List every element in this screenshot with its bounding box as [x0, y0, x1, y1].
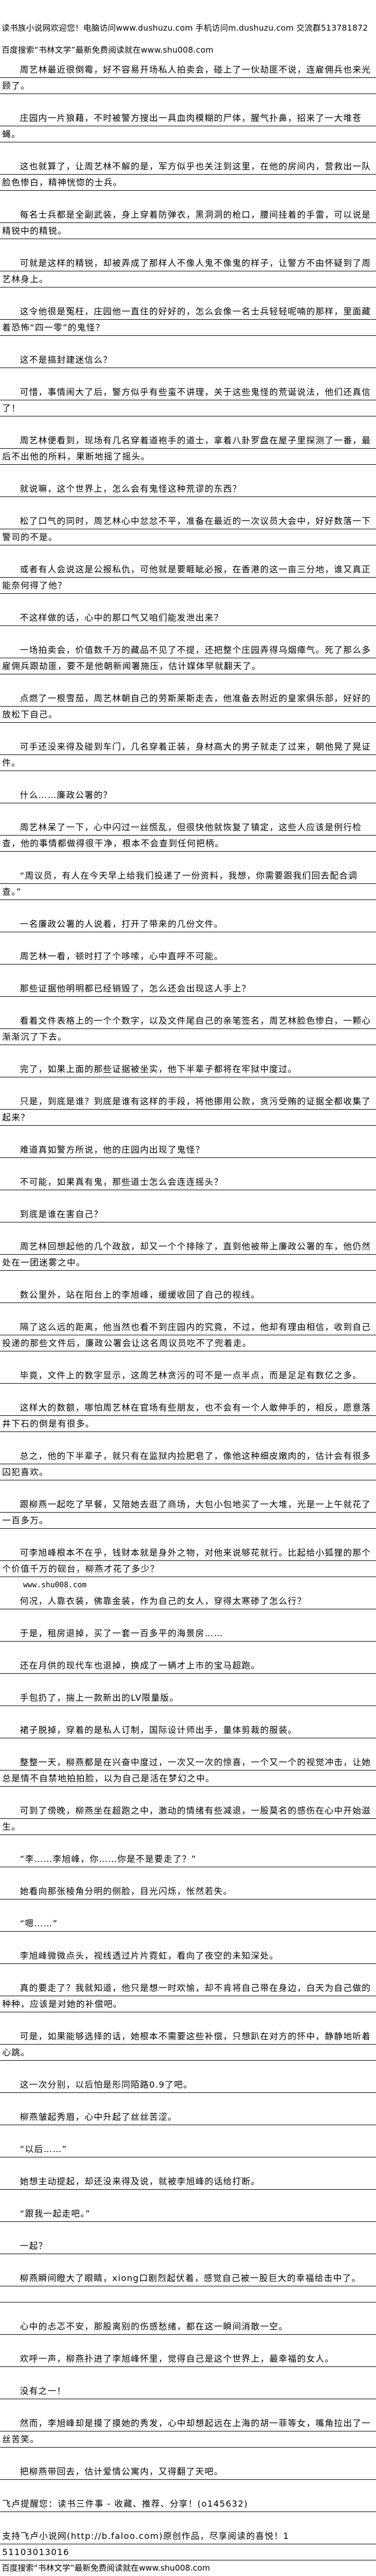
story-paragraph: 何况，人靠衣装，佛靠金装，作为自己的女人，穿得太寒碜了怎么行？	[0, 1593, 376, 1609]
story-paragraph: 毕竟，文件上的数字显示，这周艺林贪污的可不是一点半点，而是足足有数亿之多。	[0, 1368, 376, 1384]
story-paragraph: 手包扔了，揣上一款新出的LV限量版。	[0, 1690, 376, 1706]
story-paragraph: 就说嘛，这个世界上，怎么会有鬼怪这种荒谬的东西？	[0, 481, 376, 497]
story-paragraph: 她想主动提起，却还没来得及说，就被李旭峰的话给打断。	[0, 2174, 376, 2190]
story-paragraph: 那些证据他明明都已经销毁了，怎么还会出现这人手上？	[0, 981, 376, 997]
story-paragraph: 到底是谁在害自己？	[0, 1206, 376, 1222]
story-paragraph: “周议员，有人在今天早上给我们投递了一份资料，我想，你需要跟我们回去配合调查。”	[0, 868, 376, 900]
story-paragraph: 这也就算了，让周艺林不解的是，军方似乎也关注到这里，在他的房间内，营救出一队脸色…	[0, 159, 376, 191]
story-paragraph: 一场拍卖会，价值数千万的藏品不见了不提，还把整个庄园弄得乌烟瘴气。死了那么多雇佣…	[0, 642, 376, 674]
chapter-body: 周艺林最近很倒霉，好不容易开场私人拍卖会，碰上了一伙劫匪不说，连雇佣兵也来光顾了…	[0, 62, 376, 2573]
story-paragraph: 欢呼一声，柳燕扑进了李旭峰怀里，觉得自己是这个世界上，最幸福的女人。	[0, 2351, 376, 2367]
story-paragraph: “嗯……”	[0, 1916, 376, 1932]
story-paragraph: 只是，到底是谁？到底是谁有这样的手段，将他挪用公款，贪污受贿的证据全都收集了起来…	[0, 1093, 376, 1126]
story-paragraph: 隔了这么远的距离，他当然也看不到庄园内的究竟，不过，他却有理由相信，收到自己投递…	[0, 1319, 376, 1351]
story-paragraph: 柳燕瞬间瞪大了眼睛，xiong口剧烈起伏着，感觉自己被一股巨大的幸福给击中了。	[0, 2270, 376, 2302]
story-paragraph: 数公里外，站在阳台上的李旭峰，缓缓收回了自己的视线。	[0, 1287, 376, 1303]
story-paragraph: 周艺林便看到，现场有几名穿着道袍手的道士，拿着八卦罗盘在屋子里探测了一番，最后不…	[0, 433, 376, 465]
story-paragraph: 点燃了一根雪茄，周艺林朝自己的劳斯莱斯走去，他准备去附近的皇家俱乐部，好好的放松…	[0, 690, 376, 723]
story-paragraph: 不可能，如果真有鬼，那些道士怎么会连连摇头？	[0, 1174, 376, 1190]
story-paragraph: 每名士兵都是全副武装，身上穿着防弹衣，黑洞洞的枪口，腰间挂着的手雷，可以说是精锐…	[0, 207, 376, 239]
story-paragraph: 周艺林回想起他的几个政敌，却又一个个排除了，直到他被带上廉政公署的车，他仍然处在…	[0, 1239, 376, 1271]
story-paragraph: “李……李旭峰，你……你是不是要走了？”	[0, 1851, 376, 1867]
story-paragraph: 真的要走了？我就知道，他只是想一时欢愉，却不肯将自己带在身边，白天为自己做的种种…	[0, 1980, 376, 2012]
search-promo-notice: 百度搜索“书林文学”最新免费阅读就在www.shu008.com	[2, 45, 214, 55]
site-welcome-notice: 读书族小说网欢迎您！电脑访问www.dushuzu.com 手机访问m.dush…	[2, 23, 368, 33]
story-paragraph: “以后……”	[0, 2141, 376, 2157]
paragraph-group-1: 周艺林最近很倒霉，好不容易开场私人拍卖会，碰上了一伙劫匪不说，连雇佣兵也来光顾了…	[0, 62, 376, 1577]
story-paragraph: 难道真如警方所说，他的庄园内出现了鬼怪？	[0, 1142, 376, 1158]
story-paragraph: 一名廉政公署的人说着，打开了带来的几份文件。	[0, 916, 376, 932]
story-paragraph: 周艺林呆了一下，心中闪过一丝慌乱，但很快他就恢复了镇定，这些人应该是例行检查，他…	[0, 819, 376, 852]
story-paragraph: 总之，他的下半辈子，就只有在监狱内捡肥皂了，像他这种细皮嫩肉的，估计会有很多囚犯…	[0, 1448, 376, 1480]
story-paragraph: 看着文件表格上的一个个数字，以及文件尾自己的亲笔签名，周艺林脸色惨白，一颗心渐渐…	[0, 1013, 376, 1045]
story-paragraph: 她看向那张棱角分明的侧脸，目光闪烁，怅然若失。	[0, 1883, 376, 1899]
support-notice: 支持飞卢小说网(http://b.faloo.com)原创作品，尽享阅读的喜悦！…	[0, 2528, 376, 2560]
story-paragraph: 这一次分别，以后怕是形同陌路0.9了吧。	[0, 2077, 376, 2093]
story-paragraph: “跟我一起走吧。”	[0, 2206, 376, 2222]
story-paragraph: 可手还没来得及碰到车门，几名穿着正装，身材高大的男子就走了过来，朝他晃了晃证件。	[0, 739, 376, 771]
story-paragraph: 把柳燕带回去，估计爱情公寓内，又得翻了天吧。	[0, 2464, 376, 2480]
story-paragraph: 这不是搞封建迷信么？	[0, 352, 376, 368]
story-paragraph: 周艺林最近很倒霉，好不容易开场私人拍卖会，碰上了一伙劫匪不说，连雇佣兵也来光顾了…	[0, 62, 376, 94]
story-paragraph: 裙子脱掉，穿着的是私人订制，国际设计师出手，量体剪裁的服装。	[0, 1722, 376, 1738]
story-paragraph: 整整一天，柳燕都是在兴奋中度过，一次又一次的惊喜，一个又一个的视觉冲击，让她总是…	[0, 1754, 376, 1787]
story-paragraph: 还在月供的现代车也退掉，换成了一辆才上市的宝马超跑。	[0, 1658, 376, 1674]
story-paragraph: 不这样做的话，心中的那口气又咱们能发泄出来？	[0, 610, 376, 626]
story-paragraph: 没有之一！	[0, 2383, 376, 2399]
story-paragraph: 可李旭峰根本不在乎，钱财本就是身外之物，对他来说够花就行。比起给小狐狸的那个个价…	[0, 1545, 376, 1577]
story-paragraph: 李旭峰微微点头，视线透过片片霓虹，看向了夜空的未知深处。	[0, 1948, 376, 1964]
support-notice-text: 支持飞卢小说网(http://b.faloo.com)原创作品，尽享阅读的喜悦！…	[2, 2531, 290, 2541]
story-paragraph: 庄园内一片狼藉，不时被警方搜出一具血肉模糊的尸体，腥气扑鼻，招来了一大堆苍蝇。	[0, 110, 376, 142]
story-paragraph: 这样大的数额，哪怕周艺林在官场有些朋友，也不会有一个人敢伸手的，相反，愿意落井下…	[0, 1400, 376, 1432]
story-paragraph: 这令他很是冤枉，庄园他一直住的好好的，怎么会像一名士兵轻轻呢喃的那样，里面藏着恐…	[0, 304, 376, 336]
story-paragraph: 跟柳燕一起吃了早餐，又陪她去逛了商场，大包小包地买了一大堆，光是一上午就花了一百…	[0, 1496, 376, 1529]
story-paragraph: 柳燕皱起秀眉，心中升起了丝丝苦涩。	[0, 2109, 376, 2125]
story-paragraph: 可是，如果能够选择的话，她根本不需要这些补偿，只想趴在对方的怀中，静静地听着心跳…	[0, 2028, 376, 2061]
watermark-url: www.shu008.com	[23, 1581, 87, 1589]
story-paragraph: 心中的忐忑不安，那股离别的伤感愁绪，都在这一瞬间消散一空。	[0, 2319, 376, 2335]
story-paragraph: 完了，如果上面的那些证据被坐实，他下半辈子都将在牢狱中度过。	[0, 1061, 376, 1077]
story-paragraph: 或者有人会说这是公报私仇，可他就是要睚眦必报，在香港的这一亩三分地，谁又真正能奈…	[0, 562, 376, 594]
story-paragraph: 一起？	[0, 2238, 376, 2254]
story-paragraph: 可惜，事情闹大了后，警方似乎有些蛮不讲理，关于这些鬼怪的荒诞说法，他们还真信了！	[0, 384, 376, 416]
story-paragraph: 可到了傍晚，柳燕坐在超跑之中，激动的情绪有些减退，一股莫名的感伤在心中开始滋生。	[0, 1803, 376, 1835]
story-paragraph: 什么……廉政公署的？	[0, 787, 376, 803]
story-paragraph: 然而，李旭峰却是摸了摸她的秀发，心中却想起远在上海的胡一菲等女，嘴角拉出了一丝苦…	[0, 2415, 376, 2448]
footer-search-promo: 百度搜索“书林文学”最新免费阅读就在www.shu008.com	[2, 2563, 211, 2573]
reading-reminder: 飞卢提醒您：读书三件事 - 收藏、推荐、分享！(o145632)	[0, 2496, 376, 2512]
support-notice-number: 51103013016	[2, 2547, 70, 2557]
paragraph-group-2: 何况，人靠衣装，佛靠金装，作为自己的女人，穿得太寒碜了怎么行？ 于是，租房退掉，买…	[0, 1593, 376, 2480]
story-paragraph: 松了口气的同时，周艺林心中忿忿不平，准备在最近的一次议员大会中，好好数落一下警司…	[0, 513, 376, 545]
story-paragraph: 可就是这样的精锐，却被弄成了那样人不像人鬼不像鬼的样子，让警方不由怀疑到了周艺林…	[0, 255, 376, 287]
story-paragraph: 于是，租房退掉，买了一套一百多平的海景房……	[0, 1625, 376, 1642]
story-paragraph: 周艺林一看，顿时打了个哆嗦，心中直呼不可能。	[0, 948, 376, 965]
